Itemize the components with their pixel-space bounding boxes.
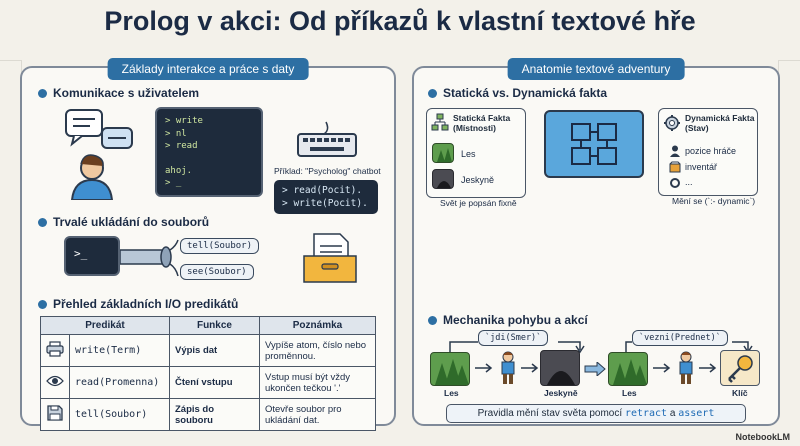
left-panel-header: Základy interakce a práce s daty (107, 58, 309, 80)
page-title: Prolog v akci: Od příkazů k vlastní text… (104, 6, 696, 36)
section-io: Přehled základních I/O predikátů (38, 297, 238, 311)
player-icon (501, 351, 515, 384)
code-line: > read(Pocit). (282, 185, 363, 196)
terminal-line: > _ (165, 178, 182, 188)
forest-icon (432, 143, 454, 163)
cave-icon (432, 169, 454, 189)
pipe-icon (120, 239, 179, 277)
note-cell: Vstup musí být vždy ukončen tečkou '.' (258, 366, 377, 399)
table-row: tell(Soubor) Zápis do souboru Otevře sou… (40, 398, 377, 431)
predicate-cell: write(Term) (69, 334, 170, 367)
arrow-icon (521, 363, 539, 373)
note-cell: Otevře soubor pro ukládání dat. (258, 398, 377, 431)
section-files: Trvalé ukládání do souborů (38, 215, 209, 229)
dynamic-item: inventář (685, 162, 718, 172)
gear-icon (664, 115, 680, 131)
player-icon (679, 351, 693, 384)
terminal-line: > read (165, 141, 198, 151)
bg-line (0, 60, 22, 200)
function-cell: Výpis dat (168, 334, 260, 367)
forest-icon (608, 352, 648, 386)
predicate-cell: tell(Soubor) (69, 398, 170, 431)
bullet-icon (428, 315, 437, 325)
arrow-icon (653, 363, 671, 373)
footer-brand: NotebookLM (735, 432, 791, 442)
note-cell: Vypíše atom, číslo nebo proměnnou. (258, 334, 377, 367)
move-label: Les (622, 388, 637, 398)
terminal-window: > write > nl > read ahoj. > _ (155, 107, 263, 197)
world-map-icon (544, 110, 644, 178)
static-facts-title: Statická Fakta (Místnosti) (453, 113, 511, 133)
user-chat-icon (65, 109, 133, 200)
dynamic-note: Mění se (`:- dynamic`) (672, 196, 756, 206)
right-panel-header: Anatomie textové adventury (507, 58, 685, 80)
terminal-line (165, 153, 253, 165)
table-header: Funkce (168, 316, 260, 335)
chatbot-label: Příklad: "Psycholog" chatbot (274, 166, 381, 176)
dynamic-facts-card: Dynamická Fakta (Stav) pozice hráče inve… (658, 108, 758, 196)
static-facts-card: Statická Fakta (Místnosti) Les Jeskyně (426, 108, 526, 198)
dynamic-facts-title: Dynamická Fakta (Stav) (685, 113, 755, 133)
table-header: Poznámka (258, 316, 377, 335)
keyboard-icon (297, 121, 357, 157)
predicate-cell: read(Promenna) (69, 366, 170, 399)
action-jdi: `jdi(Smer)` (478, 330, 549, 346)
arrow-icon (699, 363, 717, 373)
person-icon (670, 145, 680, 157)
terminal-line: ahoj. (165, 165, 193, 176)
file-terminal: >_ (64, 236, 120, 276)
eye-icon (40, 366, 70, 399)
rule-banner: Pravidla mění stav světa pomocí retract … (446, 404, 746, 423)
dynamic-item: pozice hráče (685, 146, 737, 156)
forest-icon (430, 352, 470, 386)
bg-line (778, 60, 800, 220)
function-cell: Čtení vstupu (168, 366, 260, 399)
move-label: Les (444, 388, 459, 398)
see-label: see(Soubor) (180, 264, 254, 280)
hierarchy-icon (431, 113, 449, 131)
static-item: Les (461, 149, 476, 159)
action-vezni: `vezni(Prednet)` (632, 330, 728, 346)
retract-keyword: retract (624, 408, 668, 419)
file-drawer-icon (303, 233, 357, 283)
section-communication: Komunikace s uživatelem (38, 86, 199, 100)
settings-icon (670, 178, 680, 188)
floppy-disk-icon (40, 398, 70, 431)
assert-keyword: assert (678, 408, 715, 419)
table-row: write(Term) Výpis dat Vypíše atom, číslo… (40, 334, 377, 367)
key-icon (720, 350, 760, 386)
table-row: read(Promenna) Čtení vstupu Vstup musí b… (40, 366, 377, 399)
code-line: > write(Pocit). (282, 198, 368, 209)
arrow-icon (475, 363, 493, 373)
section-movement: Mechanika pohybu a akcí (428, 313, 588, 327)
big-arrow-icon (584, 362, 606, 376)
section-facts: Statická vs. Dynamická fakta (428, 86, 607, 100)
bullet-icon (38, 299, 47, 309)
cave-icon (540, 350, 580, 386)
move-label: Jeskyně (544, 388, 578, 398)
action-arcs (449, 341, 753, 354)
table-header: Predikát (40, 316, 170, 335)
bullet-icon (38, 88, 47, 98)
terminal-line: > write (165, 116, 203, 126)
chatbot-code: > read(Pocit). > write(Pocit). (274, 180, 378, 214)
bullet-icon (38, 217, 47, 227)
terminal-line: > nl (165, 128, 187, 139)
static-item: Jeskyně (461, 175, 495, 185)
move-label: Klíč (732, 388, 748, 398)
dynamic-item: ... (685, 177, 693, 187)
bullet-icon (428, 88, 437, 98)
printer-icon (40, 334, 70, 367)
function-cell: Zápis do souboru (168, 398, 260, 431)
static-note: Svět je popsán fixně (440, 198, 517, 208)
box-icon (669, 161, 681, 173)
tell-label: tell(Soubor) (180, 238, 260, 254)
io-table: Predikát Funkce Poznámka write(Term) Výp… (40, 316, 377, 431)
table-header-row: Predikát Funkce Poznámka (40, 316, 377, 335)
